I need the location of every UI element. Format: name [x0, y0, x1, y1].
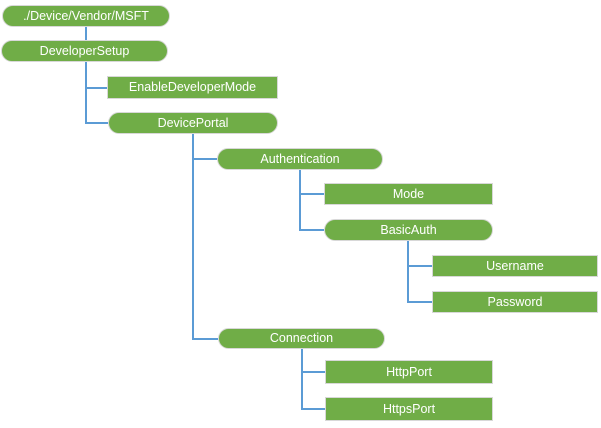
- node-label: BasicAuth: [380, 222, 437, 237]
- connector-root-to-developersetup: [85, 27, 87, 41]
- node-httpsport: HttpsPort: [325, 397, 493, 421]
- node-device-vendor-msft: ./Device/Vendor/MSFT: [2, 5, 170, 27]
- connector-branch-httpport: [301, 371, 325, 373]
- node-label: Authentication: [260, 151, 340, 166]
- connector-branch-password: [407, 301, 432, 303]
- node-connection: Connection: [218, 328, 385, 349]
- node-mode: Mode: [324, 183, 493, 205]
- node-password: Password: [432, 291, 598, 313]
- connector-branch-connection: [192, 338, 218, 340]
- connector-deviceportal-trunk: [192, 134, 194, 340]
- connector-branch-username: [407, 265, 432, 267]
- node-label: DeveloperSetup: [39, 43, 130, 58]
- node-authentication: Authentication: [217, 148, 383, 170]
- connector-branch-deviceportal: [85, 122, 108, 124]
- node-label: HttpsPort: [382, 401, 436, 416]
- connector-authentication-trunk: [299, 170, 301, 231]
- node-deviceportal: DevicePortal: [108, 112, 278, 134]
- node-basicauth: BasicAuth: [324, 219, 493, 241]
- connector-developersetup-trunk: [85, 62, 87, 124]
- node-enabledevelopermode: EnableDeveloperMode: [107, 76, 278, 99]
- node-httpport: HttpPort: [325, 360, 493, 384]
- node-label: DevicePortal: [157, 115, 229, 130]
- node-label: EnableDeveloperMode: [128, 80, 257, 95]
- connector-connection-trunk: [301, 349, 303, 410]
- node-label: Password: [487, 294, 543, 309]
- connector-branch-authentication: [192, 158, 217, 160]
- connector-branch-httpsport: [301, 408, 325, 410]
- node-label: Mode: [392, 186, 425, 201]
- node-developersetup: DeveloperSetup: [1, 40, 168, 62]
- node-label: ./Device/Vendor/MSFT: [23, 8, 149, 23]
- connector-branch-basicauth: [299, 229, 324, 231]
- connector-branch-enabledevelopermode: [85, 87, 107, 89]
- node-username: Username: [432, 255, 598, 277]
- node-label: HttpPort: [386, 364, 432, 379]
- node-label: Username: [486, 258, 544, 273]
- node-label: Connection: [269, 331, 334, 346]
- connector-branch-mode: [299, 193, 324, 195]
- connector-basicauth-trunk: [407, 241, 409, 303]
